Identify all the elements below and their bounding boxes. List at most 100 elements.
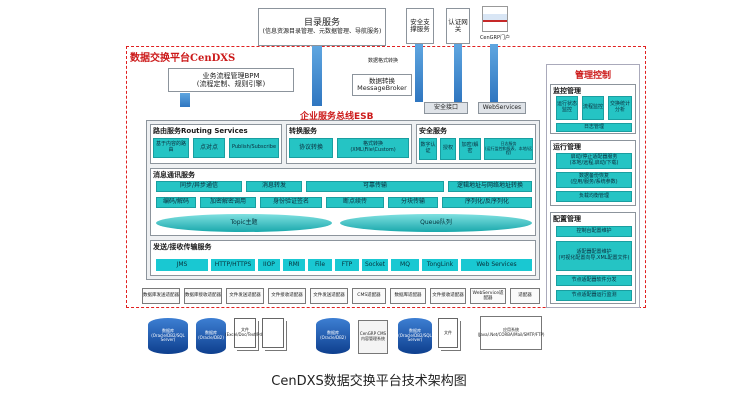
transport-webservices-label: Web Services xyxy=(476,260,517,268)
transport-tonglink: TongLink xyxy=(422,259,458,271)
adapters-row: 数据库发送适配器 数据库接收适配器 文件发送适配器 文件接收适配器 文件发送适配… xyxy=(136,286,544,306)
authorization: 授权 xyxy=(440,138,456,160)
app-system-box: 应用系统 (Java/.Net/CORBA/Mail/SMTP/FTP) xyxy=(478,316,544,350)
chunk-transfer: 分块传输 xyxy=(388,197,438,208)
identity-signature: 身份验证签名 xyxy=(260,197,322,208)
transport-file-label: File xyxy=(314,260,326,268)
log-service: 日志服务 (运行监控和报表、本地/远程) xyxy=(484,138,533,160)
adapter-file-send-2-label: 文件发送适配器 xyxy=(313,293,345,299)
management-title: 管理控制 xyxy=(574,71,611,81)
message-broker-sub: MessageBroker xyxy=(357,84,407,92)
web-services-label: WebServices xyxy=(482,103,522,111)
adapter-file-recv-2: 文件接收适配器 xyxy=(430,288,466,304)
backup-restore: 数据备份恢复 (应用/服务/系统参数) xyxy=(556,172,632,188)
resume-transfer-label: 断点续传 xyxy=(342,198,367,206)
adapter-db-recv-label: 数据库接收适配器 xyxy=(185,293,221,299)
platform-border xyxy=(126,46,646,308)
bpm-box: 业务流程管理BPM (流程定制、规则引擎) xyxy=(168,68,294,92)
routing-title: 路由服务Routing Services xyxy=(153,127,248,135)
database-2-label: 数据库 (Oracle/DB2) xyxy=(198,330,224,340)
routing-content-based: 基于内容的路由 xyxy=(153,138,189,158)
transport-jms: JMS xyxy=(156,259,208,271)
adapter-webservice: WebService适配器 xyxy=(470,288,506,304)
catalog-to-esb-arrow xyxy=(312,46,322,106)
console-config: 控制台配置维护 xyxy=(556,226,632,237)
message-broker-box: 数据转换 MessageBroker xyxy=(352,74,412,96)
node-run-monitor: 节点适配器运行监测 xyxy=(556,290,632,301)
routing-pubsub-label: Publish/Subscribe xyxy=(231,144,277,151)
adapter-generic-label: 适配器 xyxy=(518,293,532,299)
adapter-start-stop-label: 启动/停止适配器服务 (本地/远程,启动/下载) xyxy=(569,154,619,166)
queue-label: Queue队列 xyxy=(420,218,452,226)
routing-p2p: 点对点 xyxy=(193,138,225,158)
routing-content-based-label: 基于内容的路由 xyxy=(155,141,186,153)
database-cylinder-4: 数据库 (Oracle/DB2/SQL Server) xyxy=(398,318,432,354)
encrypt-call-label: 加密解密调用 xyxy=(209,198,246,206)
security-interface-label: 安全接口 xyxy=(433,103,458,111)
adapter-db-label: 数据库适配器 xyxy=(394,293,422,299)
log-service-label: 日志服务 (运行监控和报表、本地/远程) xyxy=(485,141,532,156)
adapter-generic: 适配器 xyxy=(510,288,540,304)
backup-restore-label: 数据备份恢复 (应用/服务/系统参数) xyxy=(570,173,618,185)
adapter-cms-label: CMS适配器 xyxy=(357,293,381,299)
transport-socket-label: Socket xyxy=(364,260,386,268)
adapter-cms: CMS适配器 xyxy=(352,288,386,304)
run-title: 运行管理 xyxy=(553,143,581,151)
portal-arrow xyxy=(490,44,498,102)
catalog-desc: (信息资源目录管理、元数据管理、导航服务) xyxy=(262,27,382,35)
adapter-file-recv-1: 文件接收适配器 xyxy=(268,288,306,304)
protocol-convert-label: 协议转换 xyxy=(298,143,323,151)
security-support-label: 安全支撑服务 xyxy=(410,17,430,33)
messaging-title: 消息通讯服务 xyxy=(153,171,195,179)
transport-socket: Socket xyxy=(362,259,388,271)
file-1-label: 文件 (Excel/Doc/Text/Pdf) xyxy=(225,327,265,337)
transport-rmi: RMI xyxy=(283,259,305,271)
digital-cert: 数字认证 xyxy=(419,138,437,160)
catalog-title: 目录服务 xyxy=(303,18,340,29)
security-interface-box: 安全接口 xyxy=(424,102,468,114)
encode-decode: 编码/解码 xyxy=(156,197,196,208)
log-management-label: 日志管理 xyxy=(583,123,604,130)
file-stack-2 xyxy=(262,318,284,348)
encrypt-decrypt: 加密/解密 xyxy=(459,138,481,160)
cengrp-portal-label: CenGRP门户 xyxy=(479,35,511,41)
adapter-db-recv: 数据库接收适配器 xyxy=(184,288,222,304)
msg-forward: 消息转发 xyxy=(246,181,302,192)
run-status-monitor: 运行状态监控 xyxy=(556,96,578,120)
process-monitor: 流程监控 xyxy=(582,96,604,120)
security-arrow xyxy=(415,44,423,102)
transport-mq-label: MQ xyxy=(400,260,410,268)
adapter-config-label: 适配器配置维护 (可视化配置向导,XML配置文件) xyxy=(558,249,630,261)
node-run-monitor-label: 节点适配器运行监测 xyxy=(571,291,617,298)
reliable-transfer: 可靠传输 xyxy=(306,181,444,192)
transform-title: 转换服务 xyxy=(289,127,317,135)
encrypt-call: 加密解密调用 xyxy=(200,197,256,208)
adapter-file-send-1: 文件发送适配器 xyxy=(226,288,264,304)
message-format-label: 数据格式转换 xyxy=(368,58,399,64)
cms-system: CenGRP CMS 内容管理系统 xyxy=(358,320,388,354)
esb-title: 企业服务总线ESB xyxy=(300,112,374,122)
file-3-label: 文件 xyxy=(444,329,452,335)
transport-http-label: HTTP/HTTPS xyxy=(214,260,252,268)
security-support-box: 安全支撑服务 xyxy=(406,8,434,44)
database-cylinder-3: 数据库 (Oracle/DB2) xyxy=(316,318,350,354)
transport-rmi-label: RMI xyxy=(288,260,300,268)
node-software-dist: 节点适配器软件分发 xyxy=(556,275,632,286)
bpm-title: 业务流程管理BPM xyxy=(202,71,260,80)
transport-title: 发送/接收传输服务 xyxy=(153,243,212,251)
protocol-convert: 协议转换 xyxy=(289,138,333,158)
adapter-file-send-2: 文件发送适配器 xyxy=(310,288,348,304)
database-4-label: 数据库 (Oracle/DB2/SQL Server) xyxy=(398,328,432,343)
serialize-label: 序列化/反序列化 xyxy=(464,198,510,206)
queue-cylinder: Queue队列 xyxy=(340,214,532,232)
identity-signature-label: 身份验证签名 xyxy=(272,198,309,206)
transport-mq: MQ xyxy=(391,259,419,271)
sync-async: 同步/异步通信 xyxy=(156,181,242,192)
bpm-arrow xyxy=(180,93,190,107)
cms-label: CenGRP CMS 内容管理系统 xyxy=(359,331,387,341)
topic-cylinder: Topic主题 xyxy=(156,214,332,232)
file-stack-1: 文件 (Excel/Doc/Text/Pdf) xyxy=(225,318,265,348)
database-cylinder-2: 数据库 (Oracle/DB2) xyxy=(196,318,226,354)
catalog-service-box: 目录服务 (信息资源目录管理、元数据管理、导航服务) xyxy=(258,8,386,46)
adapter-db-send: 数据库发送适配器 xyxy=(142,288,180,304)
